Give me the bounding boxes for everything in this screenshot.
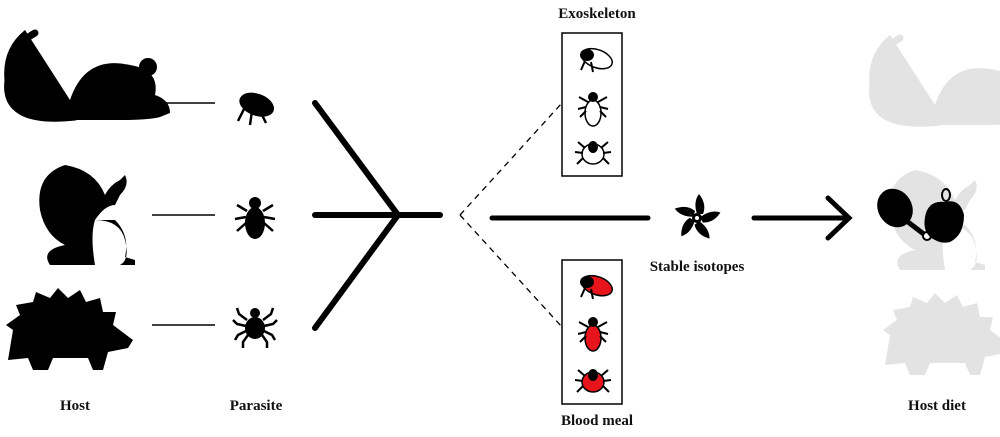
stable-isotopes-label: Stable isotopes [650, 259, 745, 275]
exoskeleton-tick-icon [574, 141, 612, 165]
exoskeleton-louse-icon [577, 92, 609, 127]
faded-hedgehog-icon [883, 293, 1000, 375]
host-parasite-links [152, 102, 215, 326]
host-mouse-icon [4, 30, 170, 120]
faded-mouse-icon [869, 35, 1000, 125]
blood-meal-tick-icon [574, 369, 612, 393]
tick-icon [231, 306, 279, 350]
merge-lines [312, 100, 443, 331]
flea-icon [236, 92, 275, 126]
arrow-to-host-diet [751, 195, 853, 241]
exoskeleton-flea-icon [580, 47, 613, 73]
blood-meal-louse-icon [577, 317, 609, 352]
host-diet-label: Host diet [908, 398, 966, 414]
isotope-icon [674, 194, 721, 239]
host-label: Host [60, 398, 90, 414]
parasite-label: Parasite [230, 398, 283, 414]
diet-food-icon [877, 188, 964, 243]
host-squirrel-icon [39, 165, 135, 265]
blood-meal-flea-icon [580, 274, 613, 300]
louse-icon [234, 197, 276, 239]
split-dashed-lines [459, 102, 563, 328]
blood-meal-label: Blood meal [561, 413, 633, 429]
exoskeleton-label: Exoskeleton [558, 6, 636, 22]
host-hedgehog-icon [6, 288, 133, 370]
